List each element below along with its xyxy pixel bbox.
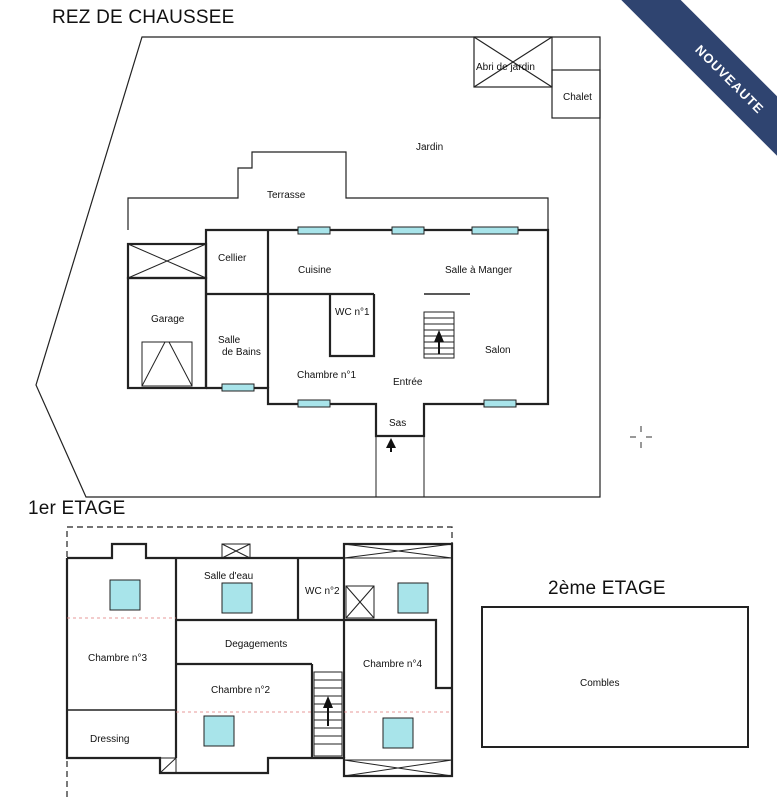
label-chambre3: Chambre n°3 — [88, 653, 147, 664]
label-salle-a-manger: Salle à Manger — [445, 265, 513, 276]
terrasse — [127, 151, 549, 230]
label-sas: Sas — [389, 418, 406, 429]
label-degagements: Degagements — [225, 639, 287, 650]
stair-arrow-icon — [434, 330, 444, 342]
first-floor-arrow — [323, 696, 333, 726]
room-labels: Abri de jardin Chalet Jardin Terrasse Ce… — [88, 62, 619, 745]
ground-floor-heading: REZ DE CHAUSSEE — [52, 7, 235, 28]
label-jardin: Jardin — [416, 142, 443, 153]
label-wc1: WC n°1 — [335, 307, 370, 318]
stair-arrow-icon-2 — [323, 696, 333, 708]
label-combles: Combles — [580, 678, 619, 689]
garage — [126, 276, 208, 390]
label-chambre4: Chambre n°4 — [363, 659, 422, 670]
label-salle-de-bains-line1: Salle — [218, 335, 241, 346]
label-entree: Entrée — [393, 377, 423, 388]
label-abri-de-jardin: Abri de jardin — [476, 62, 535, 73]
first-floor-heading: 1er ETAGE — [28, 498, 126, 519]
label-cuisine: Cuisine — [298, 265, 332, 276]
label-cellier: Cellier — [218, 253, 247, 264]
first-floor-eave-lines — [67, 617, 452, 713]
ground-floor-outline — [35, 36, 601, 498]
chalet — [551, 69, 601, 119]
crosshair-icon — [630, 426, 652, 448]
first-floor-skylights — [109, 579, 429, 749]
nouveaute-ribbon: NOUVEAUTE — [572, 0, 777, 205]
ground-floor-arrows — [386, 330, 444, 452]
label-chambre1: Chambre n°1 — [297, 370, 356, 381]
label-dressing: Dressing — [90, 734, 129, 745]
abri-de-jardin — [473, 36, 553, 88]
second-floor-outline — [481, 606, 749, 748]
ribbon-text: NOUVEAUTE — [692, 41, 768, 117]
ribbon-band: NOUVEAUTE — [609, 0, 777, 200]
second-floor-heading: 2ème ETAGE — [548, 578, 666, 599]
label-chambre2: Chambre n°2 — [211, 685, 270, 696]
label-salle-de-bains-line2: de Bains — [222, 347, 261, 358]
label-wc2: WC n°2 — [305, 586, 340, 597]
ground-floor-windows — [221, 226, 519, 408]
label-garage: Garage — [151, 314, 185, 325]
entry-arrow-icon — [386, 438, 396, 448]
label-salon: Salon — [485, 345, 511, 356]
label-salle-deau: Salle d'eau — [204, 571, 253, 582]
label-chalet: Chalet — [563, 92, 592, 103]
label-terrasse: Terrasse — [267, 190, 306, 201]
